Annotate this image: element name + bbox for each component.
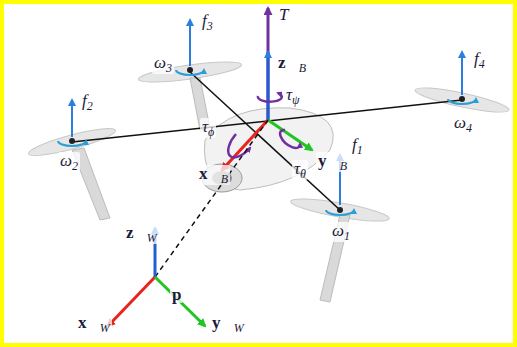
vector-label: z⃗W bbox=[124, 224, 159, 244]
vector-label: p bbox=[170, 286, 183, 303]
symbol-label: τϕ bbox=[200, 118, 216, 138]
symbol-label: f3 bbox=[200, 12, 215, 32]
symbol-label: τψ bbox=[284, 86, 302, 106]
symbol-label: ω1 bbox=[330, 222, 352, 242]
vector-label: z⃗B bbox=[276, 54, 308, 74]
symbol-label: ω3 bbox=[152, 54, 174, 74]
symbol-label: f4 bbox=[472, 50, 487, 70]
symbol-label: ω2 bbox=[58, 152, 80, 172]
symbol-label: T bbox=[277, 6, 290, 23]
symbol-label: f2 bbox=[80, 92, 95, 112]
symbol-label: f1 bbox=[350, 136, 365, 156]
vector-label: x⃗W bbox=[76, 314, 112, 334]
vector-label: y⃗B bbox=[316, 152, 349, 172]
symbol-label: τθ bbox=[292, 160, 308, 180]
symbol-label: ω4 bbox=[452, 114, 474, 134]
vector-label: x⃗B bbox=[197, 165, 230, 185]
vector-label: y⃗W bbox=[210, 314, 246, 334]
